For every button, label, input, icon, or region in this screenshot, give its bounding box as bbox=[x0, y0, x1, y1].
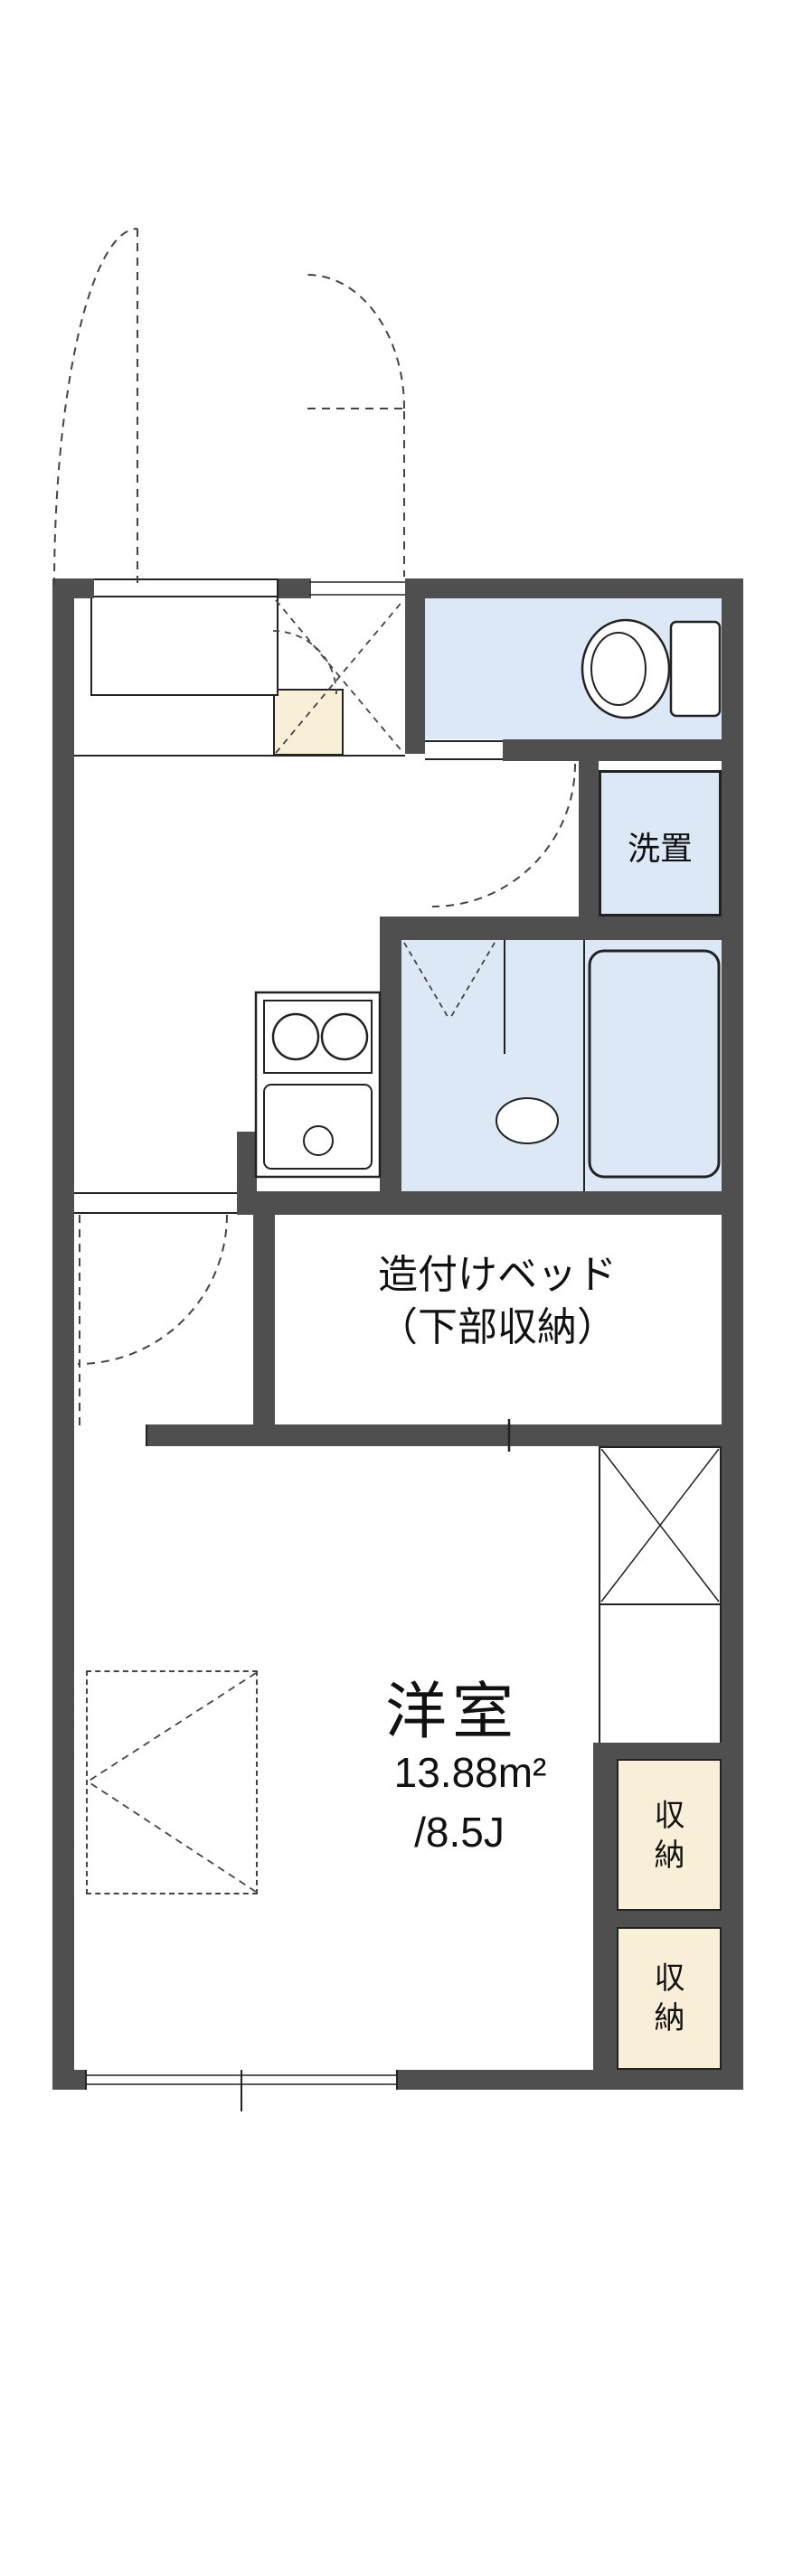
built-in-bed-label-line2: （下部収納） bbox=[378, 1305, 617, 1349]
wall-right bbox=[722, 578, 743, 2090]
wall-left bbox=[52, 578, 74, 2090]
built-in-bed-label: 造付けベッド （下部収納） bbox=[282, 1249, 713, 1354]
wall-bed-left bbox=[253, 1191, 275, 1446]
wall-top-left bbox=[52, 578, 94, 598]
closet-1 bbox=[617, 1759, 722, 1911]
room-area-jo-label: /8.5J bbox=[414, 1809, 505, 1856]
dashed-fixture-outline bbox=[86, 1670, 258, 1894]
stove-icon bbox=[263, 1000, 373, 1074]
bathroom bbox=[401, 940, 722, 1191]
wall-bath-left bbox=[380, 917, 401, 1215]
wall-closet-mid bbox=[593, 1911, 743, 1927]
closet-2 bbox=[617, 1927, 722, 2070]
upper-closet-void bbox=[599, 1446, 722, 1744]
wall-closet-top bbox=[593, 1743, 743, 1759]
wall-top-right bbox=[405, 578, 743, 598]
wall-kitchen-stub bbox=[237, 1132, 257, 1191]
entry-step bbox=[273, 689, 344, 756]
entrance-door-arc bbox=[53, 228, 138, 587]
toilet-door-arc bbox=[431, 763, 576, 907]
built-in-bed-label-line1: 造付けベッド bbox=[378, 1253, 617, 1297]
wall-under-toilet bbox=[503, 739, 743, 761]
toilet-room bbox=[425, 598, 722, 739]
wall-bed-top bbox=[237, 1191, 743, 1215]
wall-top-mid bbox=[279, 578, 311, 598]
sink-icon bbox=[263, 1084, 373, 1170]
wall-bath-top bbox=[380, 917, 743, 940]
washer-label: 洗置 bbox=[627, 830, 693, 867]
washer-area bbox=[599, 770, 722, 917]
window-gap bbox=[86, 2070, 397, 2090]
wall-washer-left bbox=[579, 761, 599, 918]
shoe-cabinet bbox=[90, 578, 279, 696]
bedroom-door-arc bbox=[77, 1214, 228, 1428]
wall-bed-bottom bbox=[146, 1424, 743, 1446]
closet-2-label: 収納 bbox=[649, 1961, 684, 2041]
closet-1-label: 収納 bbox=[649, 1799, 684, 1878]
room-name-label: 洋室 bbox=[384, 1678, 519, 1746]
wall-entry-toilet bbox=[405, 578, 425, 754]
room-area-m2-label: 13.88m² bbox=[393, 1749, 547, 1796]
porch-door-arc bbox=[307, 274, 405, 577]
kitchen-unit-icon bbox=[254, 991, 382, 1179]
